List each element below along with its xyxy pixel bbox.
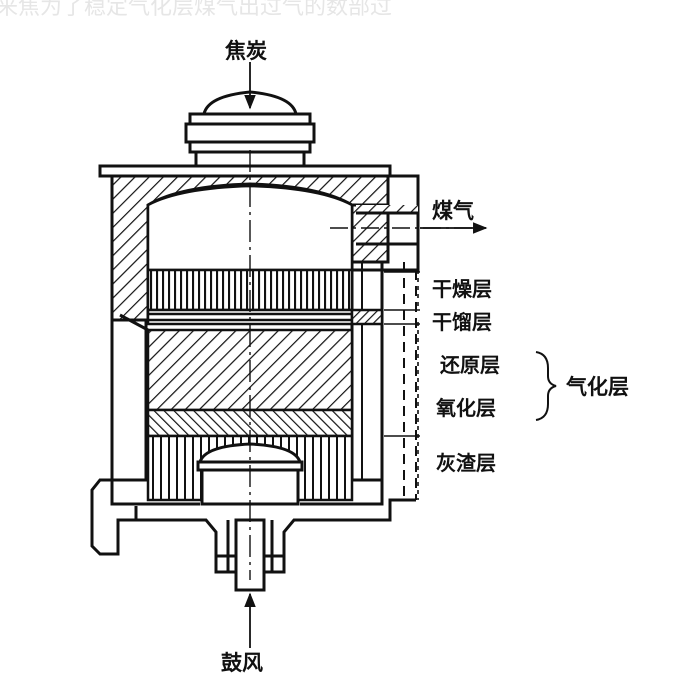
layer-label-reduction: 还原层 bbox=[439, 353, 500, 377]
faint-header-text: 来焦为了稳定气化层煤气出过气的数部过 bbox=[0, 0, 392, 20]
coke-label: 焦炭 bbox=[224, 39, 267, 63]
vessel-body bbox=[98, 164, 420, 500]
gasification-group-label: 气化层 bbox=[565, 375, 629, 399]
gas-label: 煤气 bbox=[432, 199, 474, 223]
layer-label-oxidation: 氧化层 bbox=[435, 396, 496, 420]
layer-label-drying: 干燥层 bbox=[432, 277, 492, 301]
layer-label-ash: 灰渣层 bbox=[436, 451, 496, 475]
blast-label: 鼓风 bbox=[221, 651, 263, 675]
gasification-brace bbox=[535, 351, 557, 421]
layer-label-distillation: 干馏层 bbox=[432, 310, 492, 334]
